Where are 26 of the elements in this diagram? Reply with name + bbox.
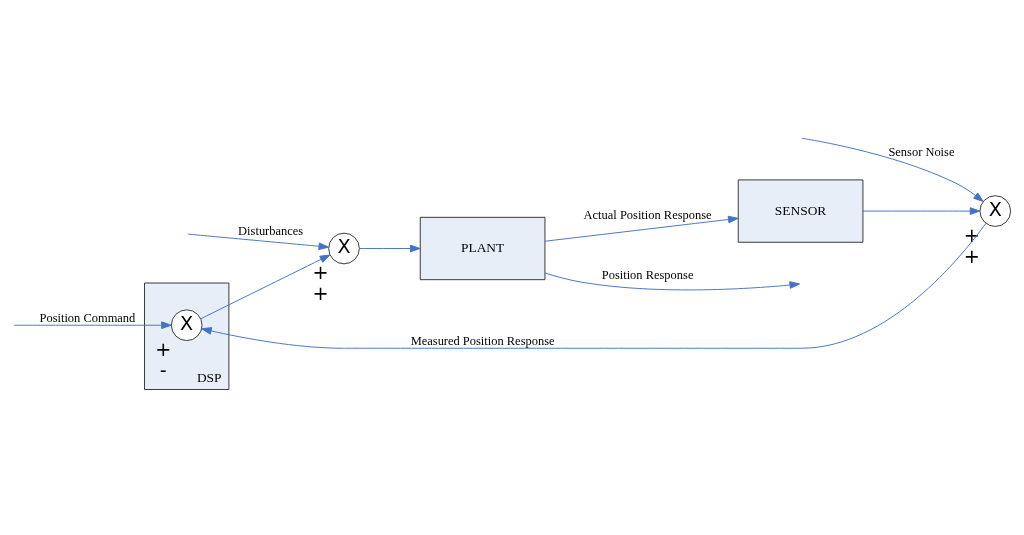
node-label: + xyxy=(155,337,172,361)
edge-label: Measured Position Response xyxy=(410,333,555,348)
node-box: PLANT xyxy=(419,216,546,281)
arrow xyxy=(187,233,330,251)
node-label: + xyxy=(312,282,329,306)
node-circle: X xyxy=(328,232,360,265)
node-box: SENSOR xyxy=(737,179,864,243)
node-label: + xyxy=(963,244,980,268)
edge-label: Disturbances xyxy=(238,224,304,239)
arrow xyxy=(801,137,984,202)
arrow xyxy=(200,254,331,320)
arrow xyxy=(862,207,981,215)
arrow xyxy=(201,222,987,349)
node-circle: X xyxy=(170,309,203,342)
node-label: + xyxy=(312,261,329,285)
edge-label: Position Command xyxy=(39,310,136,325)
node-circle: X xyxy=(979,195,1012,227)
edge-label: Position Response xyxy=(601,267,694,282)
node-label: - xyxy=(159,359,167,383)
edge-label: Actual Position Response xyxy=(583,208,712,223)
node-label: + xyxy=(963,223,980,247)
edge-label: Sensor Noise xyxy=(888,144,955,159)
arrow xyxy=(13,321,172,330)
arrow xyxy=(544,215,739,242)
arrow xyxy=(544,272,800,291)
arrow xyxy=(359,244,421,253)
